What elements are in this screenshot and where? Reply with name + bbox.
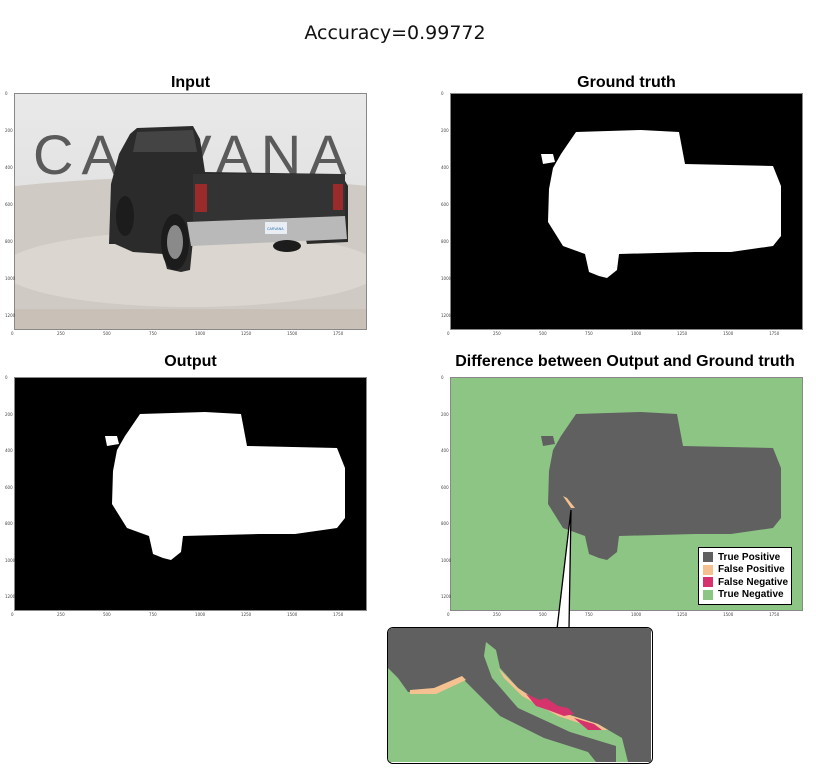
y-tick-label: 1000: [5, 557, 16, 563]
legend-swatch: [703, 564, 713, 575]
plate-text: CARVANA: [267, 227, 284, 231]
x-tick-label: 0: [11, 612, 14, 617]
x-tick-label: 750: [585, 331, 593, 336]
x-tick-label: 1250: [677, 331, 688, 336]
legend-item-true-negative: True Negative: [703, 589, 787, 602]
y-tick-label: 1200: [5, 313, 16, 319]
y-tick-label: 1000: [441, 557, 452, 563]
figure-title: Accuracy=0.99772: [304, 22, 486, 44]
x-tick-label: 1250: [677, 612, 688, 617]
panel-title-output: Output: [164, 353, 217, 370]
zoom-inset-map: [388, 628, 651, 762]
y-tick-label: 800: [441, 239, 449, 245]
y-tick-label: 1200: [441, 313, 452, 319]
output-mask: [15, 378, 366, 610]
x-tick-label: 1500: [287, 612, 298, 617]
y-tick-label: 200: [5, 411, 13, 417]
y-tick-label: 1200: [441, 594, 452, 600]
x-tick-label: 1750: [333, 612, 344, 617]
x-tick-label: 500: [103, 331, 111, 336]
y-tick-label: 400: [5, 165, 13, 171]
output-mask-panel: [14, 377, 367, 611]
y-tick-label: 1000: [5, 276, 16, 282]
legend-swatch: [703, 589, 713, 600]
legend-item-false-negative: False Negative: [703, 576, 789, 589]
legend-swatch: [703, 552, 713, 563]
y-tick-label: 600: [441, 484, 449, 490]
y-tick-label: 200: [441, 128, 449, 134]
x-tick-label: 500: [539, 331, 547, 336]
y-tick-label: 800: [5, 239, 13, 245]
y-tick-label: 400: [441, 165, 449, 171]
x-tick-label: 750: [149, 331, 157, 336]
x-tick-label: 1750: [769, 612, 780, 617]
y-tick-label: 600: [5, 202, 13, 208]
ground-truth-mask: [451, 94, 802, 329]
y-tick-label: 200: [5, 128, 13, 134]
input-photo: CARVANA CARVANA: [15, 94, 366, 329]
zoom-pointer: [556, 510, 572, 630]
x-tick-label: 1000: [631, 612, 642, 617]
x-tick-label: 0: [447, 331, 450, 336]
legend-item-false-positive: False Positive: [703, 564, 787, 577]
y-tick-label: 800: [441, 521, 449, 527]
x-tick-label: 250: [57, 612, 65, 617]
panel-title-difference: Difference between Output and Ground tru…: [455, 353, 795, 370]
x-tick-label: 250: [493, 331, 501, 336]
y-tick-label: 600: [441, 202, 449, 208]
x-tick-label: 1500: [723, 612, 734, 617]
ground-truth-mask-panel: [450, 93, 803, 330]
x-tick-label: 750: [149, 612, 157, 617]
x-tick-label: 1000: [195, 612, 206, 617]
x-tick-label: 0: [11, 331, 14, 336]
y-tick-label: 0: [5, 375, 8, 380]
x-tick-label: 1000: [195, 331, 206, 336]
legend-label: True Negative: [718, 589, 784, 601]
legend: True Positive False Positive False Negat…: [698, 547, 792, 605]
y-tick-label: 0: [441, 375, 444, 380]
x-tick-label: 1500: [723, 331, 734, 336]
y-tick-label: 400: [5, 448, 13, 454]
x-tick-label: 1750: [769, 331, 780, 336]
x-tick-label: 750: [585, 612, 593, 617]
x-tick-label: 500: [103, 612, 111, 617]
panel-title-input: Input: [170, 74, 211, 91]
zoom-inset: [387, 627, 653, 764]
y-tick-label: 800: [5, 521, 13, 527]
legend-swatch: [703, 577, 713, 588]
x-tick-label: 1750: [333, 331, 344, 336]
legend-label: False Positive: [718, 564, 785, 576]
x-tick-label: 1250: [241, 612, 252, 617]
x-tick-label: 250: [493, 612, 501, 617]
legend-label: True Positive: [718, 551, 781, 563]
x-tick-label: 1000: [631, 331, 642, 336]
y-tick-label: 400: [441, 448, 449, 454]
x-tick-label: 0: [447, 612, 450, 617]
y-tick-label: 200: [441, 411, 449, 417]
input-image-panel: CARVANA CARVANA: [14, 93, 367, 330]
x-tick-label: 1250: [241, 331, 252, 336]
panel-title-ground-truth: Ground truth: [577, 74, 676, 91]
y-tick-label: 0: [441, 91, 444, 96]
x-tick-label: 1500: [287, 331, 298, 336]
y-tick-label: 0: [5, 91, 8, 96]
legend-label: False Negative: [718, 576, 789, 588]
y-tick-label: 1000: [441, 276, 452, 282]
legend-item-true-positive: True Positive: [703, 551, 787, 564]
x-tick-label: 250: [57, 331, 65, 336]
y-tick-label: 1200: [5, 594, 16, 600]
y-tick-label: 600: [5, 484, 13, 490]
x-tick-label: 500: [539, 612, 547, 617]
